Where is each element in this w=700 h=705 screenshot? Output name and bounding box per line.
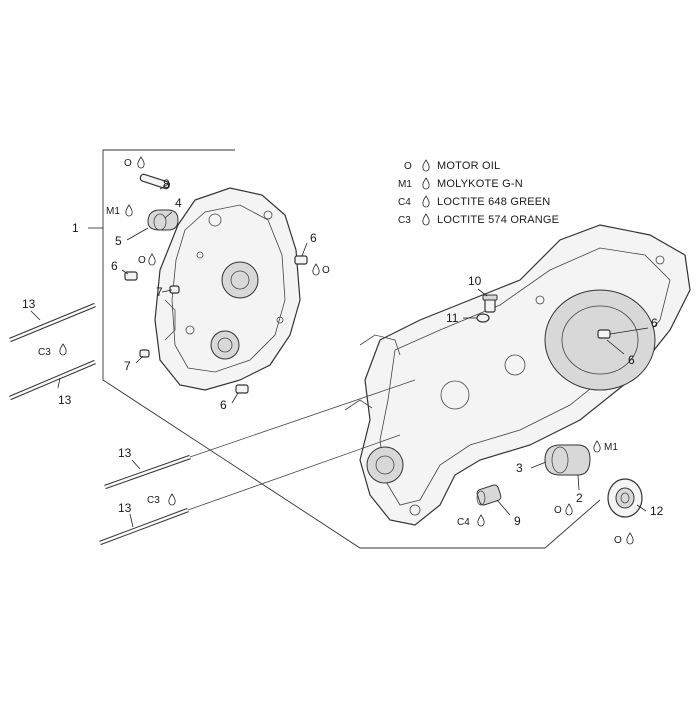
svg-text:O: O (554, 505, 562, 516)
legend-row-molykote: M1 MOLYKOTE G-N (398, 177, 523, 190)
callout-10: 10 (468, 274, 482, 288)
svg-text:C4: C4 (457, 517, 470, 528)
svg-text:C3: C3 (398, 215, 411, 226)
svg-text:C3: C3 (38, 347, 51, 358)
svg-text:M1: M1 (604, 442, 618, 453)
svg-text:M1: M1 (106, 206, 120, 217)
marker-oil-bushing-5: O (138, 253, 156, 266)
dowel-7-a (169, 285, 180, 294)
svg-text:C3: C3 (147, 495, 160, 506)
callout-13-a: 13 (22, 297, 36, 311)
svg-text:M1: M1 (398, 179, 412, 190)
marker-m1-bushing-4: M1 (106, 204, 133, 217)
svg-text:O: O (322, 265, 330, 276)
sleeve-9 (476, 484, 502, 506)
svg-text:O: O (404, 161, 412, 172)
right-crankcase-half (344, 224, 691, 526)
oil-seal-12 (607, 478, 643, 518)
marker-c4-sleeve-9: C4 (457, 514, 485, 528)
callout-7-b: 7 (124, 359, 131, 373)
lubricant-markers: O M1 O O C3 C3 M1 O (38, 156, 634, 546)
callout-12: 12 (650, 504, 664, 518)
callout-7-a: 7 (156, 285, 163, 299)
screw-10 (482, 294, 498, 313)
marker-oil-dowel-6: O (312, 263, 330, 276)
callout-numbers: 1 8 4 5 6 6 7 7 6 13 13 13 13 10 11 6 6 … (22, 177, 664, 528)
left-crankcase-half (154, 187, 301, 391)
legend-label-loctite-574: LOCTITE 574 ORANGE (437, 214, 559, 226)
legend-label-motor-oil: MOTOR OIL (437, 160, 500, 172)
stud-bolt-lower-2 (99, 507, 189, 546)
legend-label-molykote: MOLYKOTE G-N (437, 178, 523, 190)
marker-oil-seal-12: O (614, 532, 634, 546)
callout-8: 8 (163, 177, 170, 191)
callout-4: 4 (175, 196, 182, 210)
marker-c3-lower-studs: C3 (147, 493, 176, 506)
callout-13-c: 13 (118, 446, 132, 460)
callout-11: 11 (446, 311, 459, 325)
callout-6-c: 6 (220, 398, 227, 412)
dowel-6-d (597, 329, 611, 339)
washer-11 (476, 313, 490, 323)
marker-c3-upper-studs: C3 (38, 343, 67, 358)
legend-row-motor-oil: O MOTOR OIL (404, 159, 500, 172)
callout-5: 5 (115, 234, 122, 248)
stud-bolts (9, 302, 416, 546)
callout-6-b: 6 (310, 231, 317, 245)
svg-text:O: O (124, 158, 132, 169)
callout-9: 9 (514, 514, 521, 528)
dowel-6-b (294, 255, 308, 265)
dowel-7-b (139, 349, 150, 358)
bearing-shell-3 (544, 444, 591, 476)
marker-oil-pin-8: O (124, 156, 145, 169)
svg-text:C4: C4 (398, 197, 411, 208)
legend-row-loctite-648: C4 LOCTITE 648 GREEN (398, 195, 550, 208)
stud-bolt-upper-1 (9, 302, 96, 343)
legend-row-loctite-574: C3 LOCTITE 574 ORANGE (398, 213, 559, 226)
dowel-6-c (235, 384, 249, 394)
pin-8 (139, 173, 171, 190)
svg-text:O: O (614, 535, 622, 546)
callout-6-e: 6 (628, 353, 635, 367)
marker-oil-bearing-2: O (554, 503, 573, 516)
lubricant-legend: O MOTOR OIL M1 MOLYKOTE G-N C4 LOCTITE 6… (398, 159, 559, 226)
callout-2: 2 (576, 491, 583, 505)
callout-1: 1 (72, 221, 79, 235)
callout-13-b: 13 (58, 393, 72, 407)
leader-lines (30, 182, 649, 528)
assembly-frame (102, 149, 601, 549)
callout-6-d: 6 (651, 316, 658, 330)
bushing-4 (147, 209, 179, 231)
marker-m1-bearing-3: M1 (593, 440, 618, 453)
small-parts (124, 173, 643, 518)
stud-bolt-lower-1 (104, 454, 191, 490)
stud-bolt-upper-2 (9, 359, 96, 401)
callout-6-a: 6 (111, 259, 118, 273)
callout-13-d: 13 (118, 501, 132, 515)
svg-text:O: O (138, 255, 146, 266)
legend-label-loctite-648: LOCTITE 648 GREEN (437, 196, 550, 208)
callout-3: 3 (516, 461, 523, 475)
